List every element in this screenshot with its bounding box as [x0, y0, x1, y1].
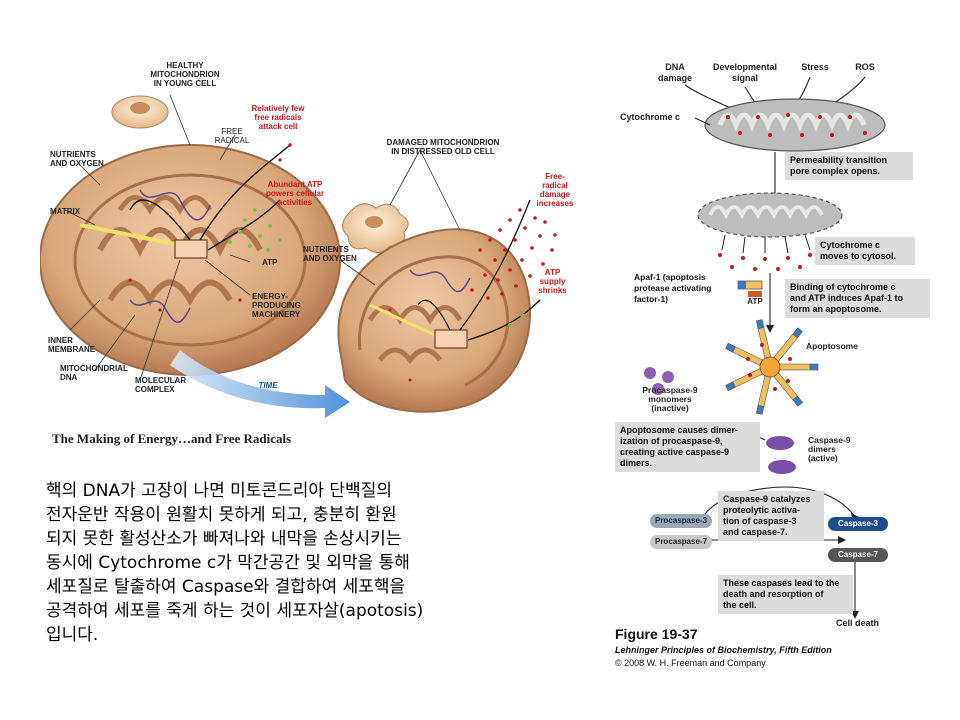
step-moves-to-cytosol: Cytochrome c moves to cytosol. [815, 237, 915, 265]
figure-copyright: © 2008 W. H. Freeman and Company [615, 658, 766, 668]
trigger-dna-damage: DNA damage [657, 62, 692, 83]
healthy-cell-icon [111, 95, 169, 129]
mitochondrion-permeable [697, 192, 843, 271]
damaged-mitochondrion [337, 199, 557, 413]
label-molecular-complex: MOLECULAR COMPLEX [135, 376, 187, 394]
label-caspase9-dimers: Caspase-9 dimers (active) [808, 435, 851, 463]
label-inner-membrane: INNER MEMBRANE [48, 336, 96, 354]
apoptosis-pathway-diagram [644, 76, 886, 619]
caspase3-pill: Caspase-3 [828, 517, 888, 531]
healthy-mitochondrion [40, 143, 341, 376]
step-lead-to-death: These caspases lead to the death and res… [718, 575, 853, 614]
caspase7-pill: Caspase-7 [828, 548, 888, 562]
label-apoptosome: Apoptosome [806, 341, 858, 351]
trigger-developmental-signal: Developmental signal [712, 62, 778, 83]
label-energy-machinery: ENERGY- PRODUCING MACHINERY [252, 292, 301, 319]
procaspase9-monomers [644, 367, 674, 395]
apoptosome [725, 319, 819, 415]
label-nutrients-2: NUTRIENTS AND OXYGEN [303, 245, 357, 263]
trigger-ros: ROS [855, 62, 875, 72]
figure-subtitle: Lehninger Principles of Biochemistry, Fi… [615, 645, 832, 655]
label-free-radical-damage: Free- radical damage increases [536, 172, 574, 208]
label-nutrients-1: NUTRIENTS AND OXYGEN [50, 150, 104, 168]
step-catalyzes: Caspase-9 catalyzes proteolytic activa- … [718, 491, 824, 541]
step-binding: Binding of cytochrome c and ATP induces … [785, 279, 930, 318]
label-cytochrome-c: Cytochrome c [620, 112, 681, 122]
label-time: TIME [258, 381, 278, 390]
caspase9-dimers [766, 436, 796, 474]
leader-lines [64, 94, 461, 381]
step-dimerization: Apoptosome causes dimer- ization of proc… [615, 422, 760, 472]
label-healthy-mitochondrion: HEALTHY MITOCHONDRION IN YOUNG CELL [150, 61, 220, 88]
label-atp-right: ATP [747, 297, 763, 306]
label-few-radicals: Relatively few free radicals attack cell [251, 104, 305, 131]
korean-explanation: 핵의 DNA가 고장이 나면 미토콘드리아 단백질의 전자운반 작용이 원활치 … [46, 481, 424, 645]
label-damaged-mitochondrion: DAMAGED MITOCHONDRION IN DISTRESSED OLD … [386, 138, 500, 156]
step-permeability: Permeability transition pore complex ope… [785, 152, 913, 180]
label-cell-death: Cell death [836, 618, 880, 628]
label-atp-supply: ATP supply shrinks [538, 268, 567, 295]
trigger-stress: Stress [801, 62, 829, 72]
mito-figure-caption: The Making of Energy…and Free Radicals [52, 431, 292, 446]
mitochondria-illustration [40, 94, 557, 418]
apaf1-molecule [737, 280, 763, 297]
label-matrix: MATRIX [50, 207, 81, 216]
label-abundant-atp: Abundant ATP powers cellular activities [265, 180, 325, 207]
figure-title: Figure 19-37 [615, 626, 698, 642]
procaspase7-pill: Procaspase-7 [650, 535, 712, 549]
mitochondrion-intact [704, 98, 886, 152]
time-arrow [170, 350, 350, 418]
label-free-radical: FREE RADICAL [214, 127, 250, 145]
label-procaspase9: Procaspase-9 monomers (inactive) [642, 385, 698, 413]
label-apaf1: Apaf-1 (apoptosis protease activating fa… [634, 272, 712, 304]
label-mitochondrial-dna: MITOCHONDRIAL DNA [60, 364, 128, 382]
label-atp-1: ATP [262, 258, 278, 267]
procaspase3-pill: Procaspase-3 [650, 514, 712, 528]
